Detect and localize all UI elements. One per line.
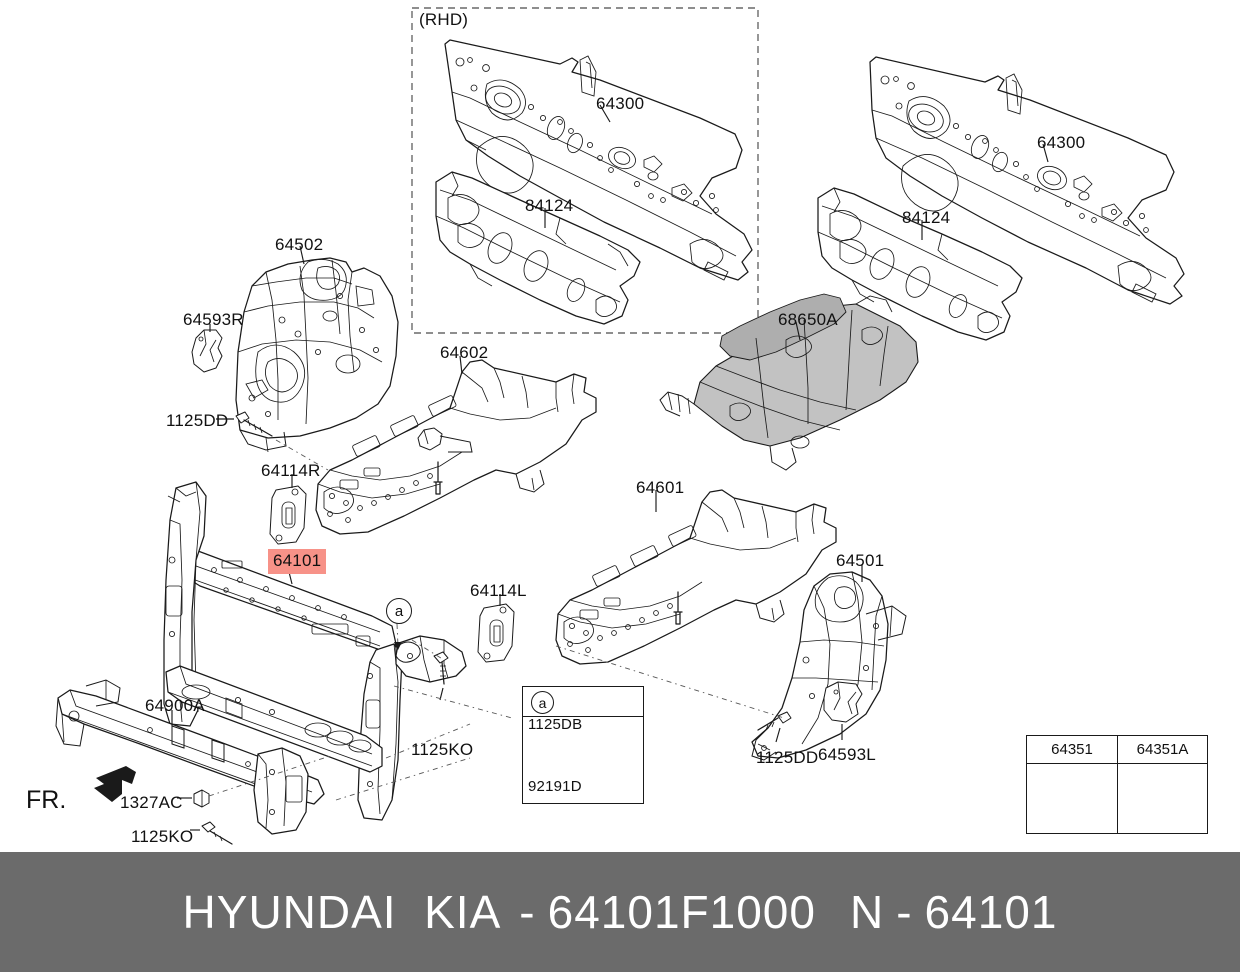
part-1125KO-mid [433, 651, 449, 685]
callout-84124: 84124 [902, 208, 951, 227]
footer-section: N [849, 886, 885, 938]
part-64300-rhd [444, 39, 753, 281]
part-64593L [823, 681, 863, 723]
detail-box-header: a [523, 687, 643, 717]
callout-68650A: 68650A [778, 310, 838, 329]
table-cell-clip-64351A [1118, 764, 1207, 833]
detail-callout-box-a: a [522, 686, 644, 804]
part-64593R [191, 329, 223, 373]
part-1125KO-bottom [201, 821, 233, 845]
fr-direction-arrow [94, 766, 136, 802]
callout-64114R: 64114R [261, 461, 321, 480]
part-64502 [235, 257, 399, 453]
callout-84124-rhd: 84124 [525, 196, 574, 215]
table-cell-clip-64351 [1027, 764, 1117, 833]
callout-1125DD-right: 1125DD [756, 748, 819, 767]
callout-64501: 64501 [836, 551, 885, 570]
callout-64300-rhd: 64300 [596, 94, 645, 113]
callout-64602: 64602 [440, 343, 489, 362]
callout-64502: 64502 [275, 235, 324, 254]
rhd-box-label: (RHD) [419, 10, 469, 29]
callout-1125KO-bottom: 1125KO [131, 827, 194, 846]
callout-64101-highlighted: 64101 [268, 549, 327, 574]
footer-part-number: 64101F1000 [547, 886, 816, 938]
part-1327AC [193, 789, 210, 808]
footer-separator-2: - [896, 886, 913, 938]
callout-marker-a: a [386, 598, 412, 624]
callout-1125DB: 1125DB [528, 716, 583, 733]
footer-caption: HYUNDAI KIA - 64101F1000 N - 64101 [0, 852, 1240, 972]
fr-orientation-label: FR. [26, 786, 67, 814]
part-1125DD-right [757, 711, 792, 731]
callout-64900A: 64900A [145, 696, 205, 715]
part-64501 [751, 571, 907, 761]
footer-separator-1: - [519, 886, 536, 938]
detail-box-marker: a [531, 691, 554, 714]
callout-1327AC: 1327AC [120, 793, 183, 812]
fastener-parts-table: 64351 64351A [1026, 735, 1208, 834]
table-header-64351: 64351 [1027, 736, 1117, 764]
part-64602 [315, 359, 597, 535]
part-68650A [659, 293, 919, 471]
part-64101 [163, 481, 467, 821]
footer-bar: HYUNDAI KIA - 64101F1000 N - 64101 [0, 852, 1240, 972]
callout-64593R: 64593R [183, 310, 244, 329]
part-1125DD-left [235, 411, 273, 437]
part-64114L [477, 603, 515, 663]
part-64114R [269, 485, 307, 545]
callout-64300: 64300 [1037, 133, 1086, 152]
part-64900A-crashbox [253, 747, 309, 835]
table-column-64351A: 64351A [1117, 736, 1207, 833]
part-84124-lhd [817, 187, 1023, 341]
table-header-64351A: 64351A [1118, 736, 1207, 764]
part-64601 [555, 489, 837, 665]
callout-64601: 64601 [636, 478, 685, 497]
part-64300-lhd [869, 56, 1185, 305]
callout-64114L: 64114L [470, 581, 527, 600]
callout-92191D: 92191D [528, 778, 582, 795]
part-84124-rhd [435, 171, 641, 325]
table-column-64351: 64351 [1027, 736, 1117, 833]
callout-64593L: 64593L [818, 745, 876, 764]
callout-1125DD-left: 1125DD [166, 411, 229, 430]
callout-1125KO-mid: 1125KO [411, 740, 474, 759]
footer-brand: HYUNDAI KIA [182, 886, 502, 938]
footer-section-part: 64101 [924, 886, 1058, 938]
